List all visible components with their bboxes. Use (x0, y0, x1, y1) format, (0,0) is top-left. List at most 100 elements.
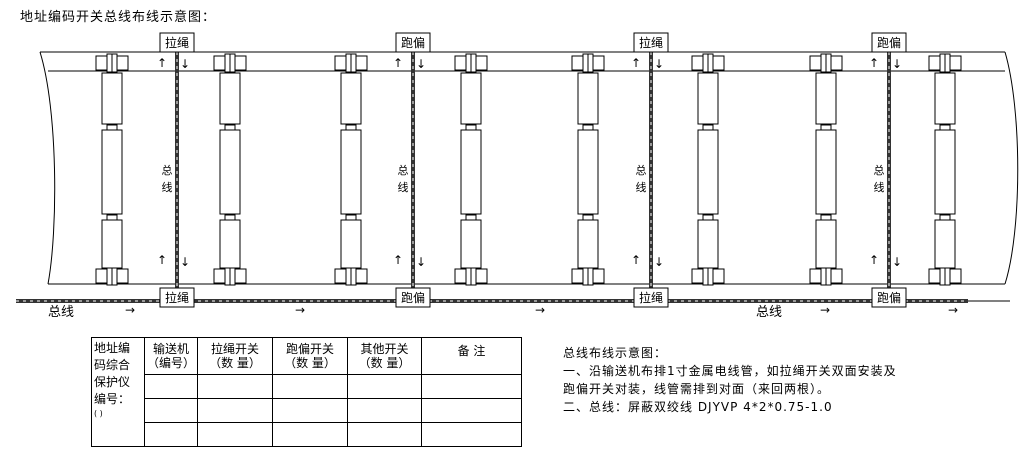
bus-lines (16, 52, 968, 303)
bus-vertical-label: 总 (162, 163, 173, 177)
roller-joint (465, 214, 477, 221)
bus-direction-arrow: → (295, 303, 305, 317)
roller-joint (939, 214, 951, 221)
bus-vertical-label: 线 (398, 180, 409, 194)
idler-roller (340, 219, 362, 269)
switch-label: 跑偏 (401, 35, 425, 50)
up-arrow: ↑ (631, 56, 641, 70)
switch-label-box (633, 287, 669, 308)
idler-roller (219, 129, 241, 215)
switch-label-box (871, 32, 907, 53)
roller-joint (224, 124, 236, 131)
down-arrow: ↓ (416, 57, 426, 71)
idler-roller (815, 219, 837, 269)
up-arrow: ↑ (869, 56, 879, 70)
idler-roller (219, 219, 241, 269)
table-row (92, 422, 522, 447)
bottom-bus-label: 总线 (756, 305, 782, 320)
idler-roller (219, 72, 241, 125)
switch-label-box (395, 287, 431, 308)
diagram-title: 地址编码开关总线布线示意图： (20, 10, 217, 25)
switch-label-box (395, 32, 431, 53)
idler-roller (101, 72, 123, 125)
roller-joint (345, 124, 357, 131)
roller-joint (939, 124, 951, 131)
idler-roller (101, 219, 123, 269)
header-deviation: 跑偏开关（数 量） (272, 337, 348, 375)
left-frame-curve (39, 51, 56, 285)
switch-label-box (159, 287, 195, 308)
down-arrow: ↓ (892, 255, 902, 269)
bus-vertical-label: 总 (874, 163, 885, 177)
roller-joint (820, 214, 832, 221)
notes-block: 总线布线示意图： 一、沿输送机布排1寸金属电线管，如拉绳开关双面安装及 跑偏开关… (563, 344, 897, 416)
roller-joint (465, 124, 477, 131)
roller-joint (820, 124, 832, 131)
idler-roller (697, 72, 719, 125)
header-other: 其他开关（数 量） (347, 337, 422, 375)
switch-label: 跑偏 (877, 290, 901, 305)
side-line-1: 地址编 (94, 341, 131, 355)
bottom-bus-label: 总线 (48, 305, 74, 320)
header-pullcord: 拉绳开关（数 量） (197, 337, 273, 375)
bus-direction-arrow: → (535, 303, 545, 317)
idler-roller (934, 72, 956, 125)
idler-roller (340, 129, 362, 215)
idler-roller (460, 129, 482, 215)
idler-roller (101, 129, 123, 215)
up-arrow: ↑ (393, 253, 403, 267)
side-line-4: 编号： (94, 392, 131, 406)
table-row (92, 398, 522, 423)
notes-line-2: 跑偏开关对装，线管需排到对面（来回两根）。 (563, 382, 831, 396)
idler-roller (697, 219, 719, 269)
idler-roller (577, 129, 599, 215)
switch-label: 拉绳 (639, 290, 663, 305)
idler-roller (460, 72, 482, 125)
down-arrow: ↓ (180, 57, 190, 71)
right-frame-curve (1004, 51, 1019, 285)
up-arrow: ↑ (869, 253, 879, 267)
side-line-2: 码综合 (94, 358, 131, 372)
header-remarks: 备 注 (421, 337, 522, 375)
roller-joint (106, 214, 118, 221)
down-arrow: ↓ (180, 255, 190, 269)
idler-roller (934, 219, 956, 269)
bus-direction-arrow: → (125, 303, 135, 317)
idler-roller (460, 219, 482, 269)
notes-line-1: 一、沿输送机布排1寸金属电线管，如拉绳开关双面安装及 (563, 364, 897, 378)
up-arrow: ↑ (157, 253, 167, 267)
bus-direction-arrow: → (948, 303, 958, 317)
down-arrow: ↓ (892, 57, 902, 71)
bus-vertical-label: 线 (636, 180, 647, 194)
bus-vertical-label: 总 (636, 163, 647, 177)
down-arrow: ↓ (654, 57, 664, 71)
down-arrow: ↓ (654, 255, 664, 269)
bus-direction-arrow: → (820, 303, 830, 317)
bus-vertical-label: 总 (398, 163, 409, 177)
header-conveyor: 输送机（编号） (144, 337, 198, 375)
idler-roller (934, 129, 956, 215)
idler-roller (340, 72, 362, 125)
switch-label-box (871, 287, 907, 308)
bus-vertical-label: 线 (162, 180, 173, 194)
controller-id-cell: 地址编 码综合 保护仪 编号： ( ) (91, 337, 145, 447)
side-small: ( ) (94, 409, 103, 418)
idler-roller (815, 72, 837, 125)
switch-label-box (159, 32, 195, 53)
idler-rollers (95, 53, 962, 286)
roller-joint (106, 124, 118, 131)
switch-label: 拉绳 (639, 35, 663, 50)
switch-label-box (633, 32, 669, 53)
switch-label: 拉绳 (165, 35, 189, 50)
table-row (92, 374, 522, 399)
notes-line-3: 二、总线：屏蔽双绞线 DJYVP 4*2*0.75-1.0 (563, 400, 833, 414)
controller-info-table: 地址编 码综合 保护仪 编号： ( ) 输送机（编号） 拉绳开关（数 量） 跑偏… (91, 337, 522, 447)
idler-roller (697, 129, 719, 215)
switch-label: 拉绳 (165, 290, 189, 305)
idler-roller (815, 129, 837, 215)
roller-joint (582, 214, 594, 221)
roller-joint (702, 124, 714, 131)
side-line-3: 保护仪 (94, 375, 131, 389)
bus-vertical-label: 线 (874, 180, 885, 194)
